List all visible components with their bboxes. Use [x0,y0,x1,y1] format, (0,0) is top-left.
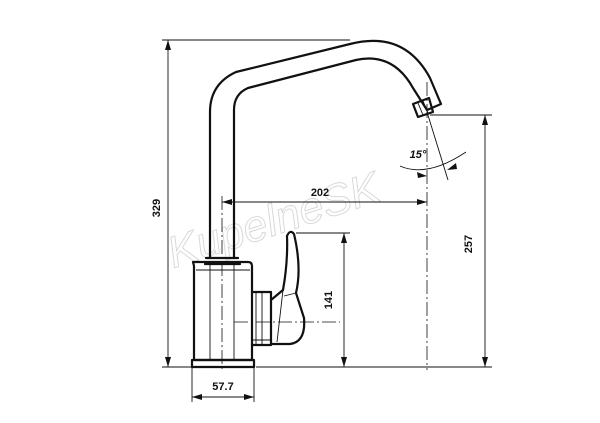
spout-aerator [411,96,435,119]
lever-handle-detail [276,289,297,343]
dim-spout-reach-label: 202 [311,187,329,199]
dim-spout-angle-label: 15° [410,149,427,161]
lever-handle [269,230,306,346]
faucet-outline [190,39,443,369]
body-detail [196,264,250,360]
lever-housing [250,290,273,347]
dim-base-width-label: 57.7 [212,381,233,393]
spout-tube [208,39,443,260]
dim-total-height-label: 329 [151,199,163,217]
lever-housing-detail [252,292,271,345]
dim-spout-height-label: 257 [463,235,475,253]
watermark: KupelneSK [161,163,387,278]
faucet-base [190,358,256,369]
dim-total-height: 329 [151,39,350,368]
dim-lever-height-label: 141 [323,291,335,309]
dim-spout-angle: 15° [399,111,467,181]
dim-spout-height: 257 [256,114,492,368]
dim-base-width: 57.7 [191,368,255,402]
dim-lever-height: 141 [296,232,350,367]
faucet-body [191,260,254,362]
dim-spout-reach: 202 [222,187,427,205]
